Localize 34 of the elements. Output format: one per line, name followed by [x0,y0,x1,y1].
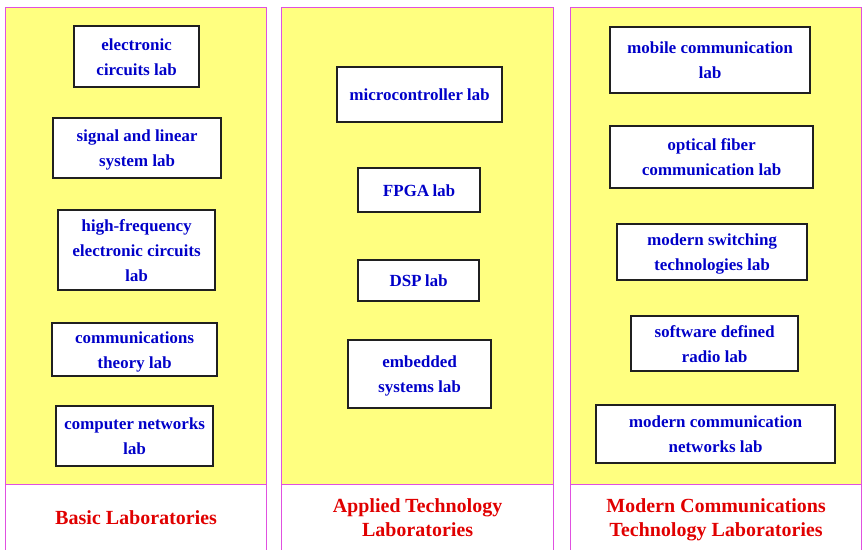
lab-name: optical fiber communication lab [640,134,782,181]
lab-box [347,339,492,409]
lab-group-panel [570,7,862,550]
lab-box [630,315,799,372]
lab-box [357,259,480,302]
lab-box [51,322,218,377]
group-title: Applied Technology Laboratories [332,494,504,542]
lab-box [616,223,808,281]
lab-box [595,404,836,464]
lab-box [73,25,200,88]
lab-name: electronic circuits lab [95,34,178,80]
lab-name: DSP lab [389,270,448,292]
lab-name: software defined radio lab [653,320,776,368]
lab-box [357,167,481,213]
lab-group-panel [281,7,554,550]
lab-name: microcontroller lab [349,84,490,106]
lab-name: mobile communication lab [626,37,794,84]
lab-box [57,209,216,291]
lab-group-panel [5,7,267,550]
lab-name: FPGA lab [382,180,456,202]
lab-name: computer networks lab [63,413,206,460]
lab-box [52,117,222,179]
lab-name: signal and linear system lab [76,125,198,172]
lab-box [609,26,811,94]
lab-box [55,405,214,467]
lab-name: embedded systems lab [377,351,462,398]
lab-name: high-frequency electronic circuits lab [71,214,202,286]
group-title: Basic Laboratories [55,506,217,530]
lab-name: modern communication networks lab [628,411,804,458]
lab-box [336,66,503,123]
group-title: Modern Communications Technology Laboratories [605,494,827,542]
lab-name: communications theory lab [74,326,195,374]
lab-box [609,125,814,189]
lab-name: modern switching technologies lab [646,229,778,276]
